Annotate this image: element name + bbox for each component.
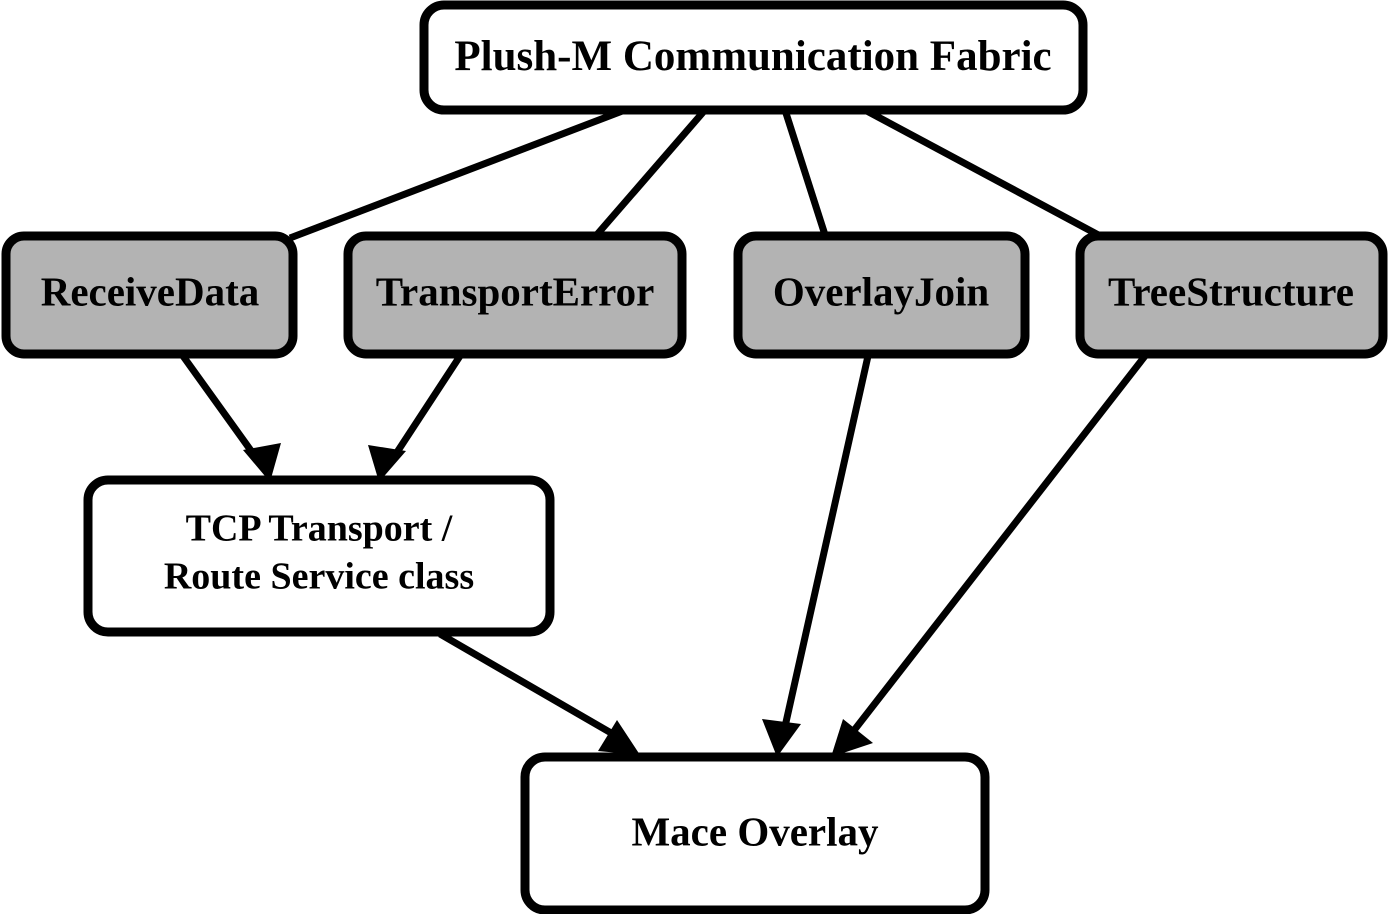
edge-receive-data-to-tcp-transport: [180, 353, 281, 482]
node-mace-overlay[interactable]: Mace Overlay: [520, 752, 990, 914]
edge-fabric-to-receive-data: [288, 106, 627, 242]
node-label-mace-overlay: Mace Overlay: [631, 808, 879, 854]
edge-transport-error-to-tcp-transport: [368, 354, 463, 482]
edge-fabric-to-tree-structure: [863, 106, 1106, 242]
node-label-transport-error: TransportError: [376, 268, 655, 314]
node-transport-error[interactable]: TransportError: [343, 231, 687, 359]
node-tree-structure[interactable]: TreeStructure: [1075, 231, 1388, 359]
node-label-tcp-transport-line1: TCP Transport /: [186, 508, 453, 550]
node-overlay-join[interactable]: OverlayJoin: [733, 231, 1030, 359]
edge-fabric-to-overlay-join: [781, 108, 830, 240]
edge-tree-structure-to-mace-overlay: [831, 353, 1148, 757]
edge-fabric-to-transport-error: [591, 107, 708, 241]
node-label-tree-structure: TreeStructure: [1108, 268, 1354, 314]
edge-tcp-transport-to-mace-overlay: [438, 630, 640, 755]
node-plush-m-communication-fabric[interactable]: Plush-M Communication Fabric: [419, 0, 1088, 115]
node-label-tcp-transport-line2: Route Service class: [164, 556, 474, 598]
node-tcp-transport-route-service-class[interactable]: TCP Transport / Route Service class: [83, 475, 555, 637]
edge-overlay-join-to-mace-overlay: [762, 355, 872, 757]
node-label-fabric: Plush-M Communication Fabric: [454, 33, 1051, 80]
node-receive-data[interactable]: ReceiveData: [1, 231, 298, 359]
node-label-overlay-join: OverlayJoin: [773, 268, 990, 314]
node-label-receive-data: ReceiveData: [41, 268, 260, 314]
